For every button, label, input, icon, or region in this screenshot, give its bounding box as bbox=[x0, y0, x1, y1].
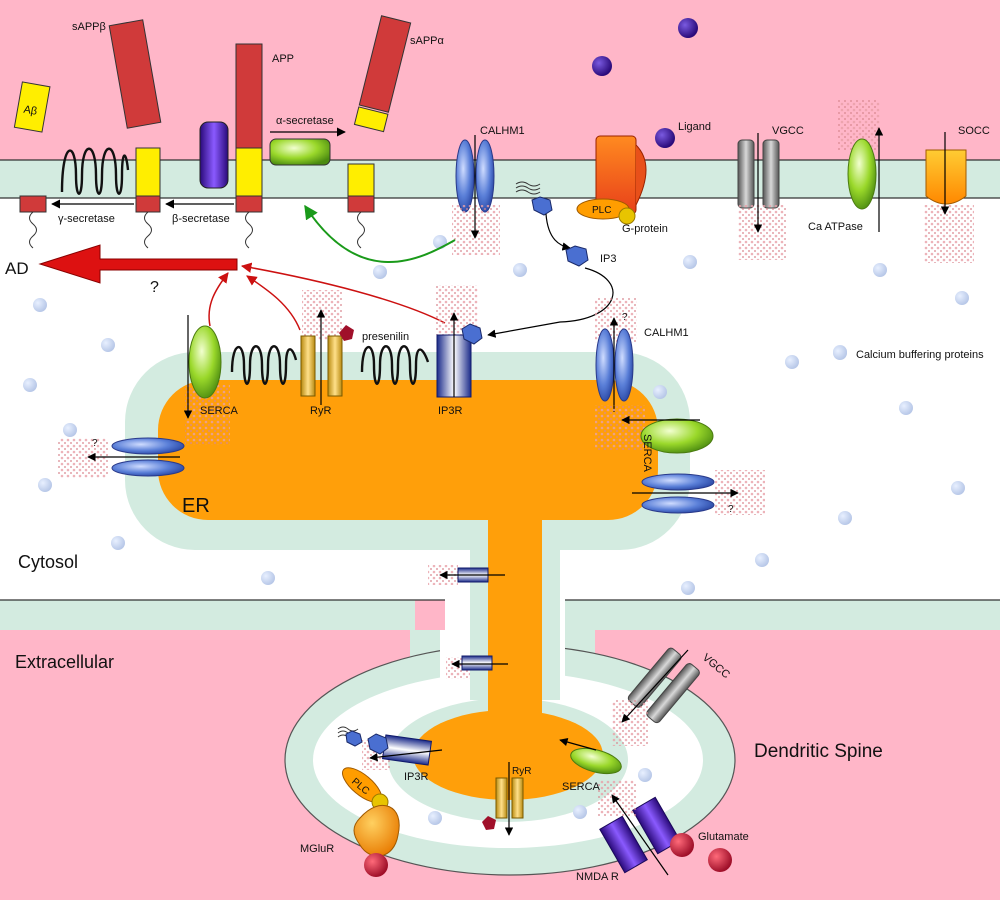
label-app: APP bbox=[272, 53, 294, 65]
label-nmda: NMDA R bbox=[576, 871, 619, 883]
label-ip3: IP3 bbox=[600, 253, 617, 265]
label-calhm1-left-question: ? bbox=[92, 438, 98, 449]
label-presenilin: presenilin bbox=[362, 331, 409, 343]
ip3-cytosolic bbox=[565, 245, 589, 267]
label-gamma-secretase: γ-secretase bbox=[58, 213, 115, 225]
label-mglur: MGluR bbox=[300, 843, 334, 855]
glutamate-mglur bbox=[364, 853, 388, 877]
label-beta-secretase: β-secretase bbox=[172, 213, 230, 225]
label-calhm1-right-question: ? bbox=[728, 504, 734, 515]
sappa-fragment bbox=[353, 15, 412, 133]
label-er: ER bbox=[182, 495, 210, 517]
label-dendritic-spine: Dendritic Spine bbox=[754, 741, 883, 762]
beta-secretase-enzyme bbox=[199, 121, 229, 189]
gamma-secretase-coil bbox=[60, 147, 130, 195]
label-serca-spine: SERCA bbox=[562, 781, 601, 793]
label-ligand: Ligand bbox=[678, 121, 711, 133]
glutamate-molecule bbox=[670, 833, 694, 857]
plasma-membrane bbox=[0, 159, 1000, 199]
label-glutamate: Glutamate bbox=[698, 831, 749, 843]
serca-er-right bbox=[595, 405, 714, 454]
abeta-fragment bbox=[13, 81, 51, 133]
vgcc-spine bbox=[627, 647, 700, 724]
mglur-receptor bbox=[353, 804, 400, 857]
label-serca-right: SERCA bbox=[641, 434, 653, 473]
nmda-arrow bbox=[611, 794, 669, 876]
label-ryr-spine: RyR bbox=[512, 766, 531, 777]
label-ca-atpase: Ca ATPase bbox=[808, 221, 863, 233]
serca-spine bbox=[570, 747, 622, 775]
endoplasmic-reticulum bbox=[125, 352, 690, 725]
ad-arrow bbox=[38, 244, 238, 284]
label-calhm1-er: CALHM1 bbox=[644, 327, 689, 339]
alpha-secretase-enzyme bbox=[269, 138, 331, 166]
label-sappb: sAPPβ bbox=[72, 21, 106, 33]
aicd-fragment bbox=[19, 195, 47, 249]
label-socc: SOCC bbox=[958, 125, 990, 137]
presenilin-coil bbox=[360, 345, 430, 385]
label-ad-question: ? bbox=[150, 279, 159, 296]
ryr-er bbox=[300, 290, 354, 405]
label-alpha-secretase: α-secretase bbox=[276, 115, 334, 127]
label-calhm1-er-question: ? bbox=[622, 312, 628, 323]
serca-to-ad-arrow bbox=[208, 272, 229, 327]
ca-atpase-pump bbox=[838, 100, 884, 232]
calcium-buffering-proteins bbox=[23, 235, 969, 825]
calhm1-plasma bbox=[452, 135, 500, 255]
legend-buffer-ball bbox=[833, 346, 847, 360]
ip3-spine-molecule bbox=[345, 730, 363, 747]
calhm1-er-left bbox=[58, 437, 185, 478]
label-calhm1-plasma: CALHM1 bbox=[480, 125, 525, 137]
vgcc-spine-calcium bbox=[612, 700, 648, 746]
ryr-to-ad-arrow bbox=[246, 275, 301, 331]
ryr-spine bbox=[482, 762, 524, 836]
socc-channel bbox=[924, 132, 974, 263]
label-ip3r-spine: IP3R bbox=[404, 771, 429, 783]
ligand-molecule bbox=[678, 18, 698, 38]
calhm1-to-alpha-secretase-arrow bbox=[304, 204, 456, 263]
g-protein-subunit bbox=[618, 207, 636, 225]
vgcc-plasma bbox=[737, 133, 786, 260]
label-g-protein: G-protein bbox=[622, 223, 668, 235]
vgcc-spine-arrow bbox=[621, 649, 689, 723]
label-ip3r: IP3R bbox=[438, 405, 463, 417]
ip3-molecule bbox=[531, 196, 553, 216]
ip3r-neck-lower bbox=[446, 655, 508, 679]
label-plc-top: PLC bbox=[592, 205, 611, 216]
ligand-molecule bbox=[592, 56, 612, 76]
label-cytosol: Cytosol bbox=[18, 552, 78, 572]
label-abeta: Aβ bbox=[23, 104, 39, 118]
calhm1-er-right bbox=[632, 470, 765, 515]
label-extracellular: Extracellular bbox=[15, 652, 114, 672]
ip3r-to-ad-arrow bbox=[240, 262, 446, 324]
label-vgcc-plasma: VGCC bbox=[772, 125, 804, 137]
label-calcium-buffering: Calcium buffering proteins bbox=[856, 349, 984, 361]
app-protein bbox=[235, 43, 263, 249]
label-ryr: RyR bbox=[310, 405, 331, 417]
ip3r-neck-upper bbox=[428, 565, 505, 585]
nmda-calcium bbox=[598, 780, 636, 816]
ip3r-er bbox=[436, 285, 483, 398]
label-ad: AD bbox=[5, 259, 29, 278]
glutamate-molecule bbox=[708, 848, 732, 872]
serca-spine-arrow bbox=[559, 737, 597, 751]
label-sappa: sAPPα bbox=[410, 35, 445, 47]
ip3-release-arrow bbox=[545, 213, 571, 251]
sappb-fragment bbox=[108, 19, 162, 129]
g-protein-receptor-side bbox=[635, 144, 647, 206]
ligand-molecule bbox=[655, 128, 675, 148]
nmda-receptor bbox=[599, 796, 681, 874]
serca-er-left bbox=[183, 315, 230, 445]
ip3r-spine bbox=[362, 733, 443, 770]
er-coil-left bbox=[230, 345, 298, 385]
label-serca-left: SERCA bbox=[200, 405, 239, 417]
pip2-lipid bbox=[515, 181, 541, 195]
calhm1-er bbox=[595, 298, 637, 412]
beta-ctf bbox=[135, 147, 161, 249]
alpha-ctf bbox=[347, 163, 375, 249]
